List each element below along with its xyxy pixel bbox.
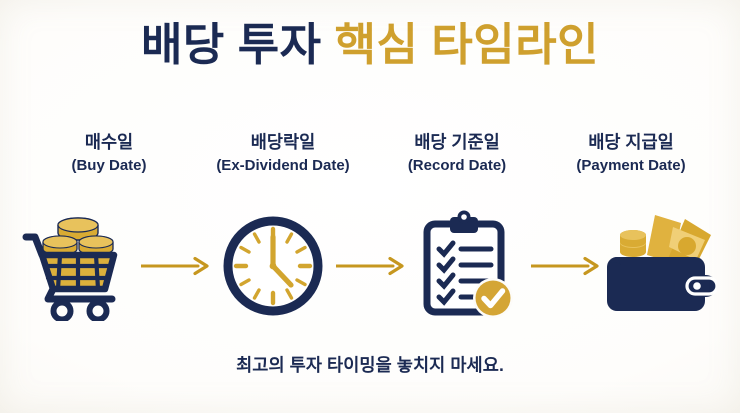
step-label-ex-dividend-date: 배당락일 (Ex-Dividend Date) [196,132,370,175]
step-label-buy-date: 매수일 (Buy Date) [22,132,196,175]
step-labels-row: 매수일 (Buy Date) 배당락일 (Ex-Dividend Date) 배… [22,132,718,175]
step-icon-cell-payment-date [606,207,718,325]
step-title-ko: 매수일 [84,132,134,152]
title-segment-gold: 핵심 타임라인 [334,19,599,70]
arrow-right-icon [336,256,404,276]
clipboard-checklist-icon [423,210,514,318]
step-icon-cell-ex-dividend-date [217,207,329,325]
step-icon-cell-record-date [411,207,523,325]
arrow-right-icon [530,256,599,276]
arrow-right-icon [141,256,209,276]
step-title-en: (Ex-Dividend Date) [216,156,350,174]
step-title-ko: 배당 기준일 [414,132,500,152]
step-title-ko: 배당 지급일 [588,132,674,152]
step-label-payment-date: 배당 지급일 (Payment Date) [544,132,718,175]
page-title: 배당 투자 핵심 타임라인 [141,19,599,70]
arrow-cell-1 [134,251,217,281]
arrow-cell-2 [329,251,412,281]
arrow-cell-3 [523,251,606,281]
shopping-cart-with-coins-icon [22,217,118,321]
footer-caption: 최고의 투자 타이밍을 놓치지 마세요. [236,355,504,375]
step-title-en: (Buy Date) [71,156,147,174]
step-icons-row [22,205,718,327]
step-title-ko: 배당락일 [250,132,316,152]
title-segment-navy: 배당 투자 [140,19,335,70]
wallet-with-money-icon [607,215,718,311]
clock-icon [223,216,323,316]
step-title-en: (Record Date) [407,156,507,174]
step-label-record-date: 배당 기준일 (Record Date) [370,132,544,175]
step-title-en: (Payment Date) [576,156,686,174]
step-icon-cell-buy-date [22,207,134,325]
title-container: 배당 투자 핵심 타임라인 [0,22,740,67]
